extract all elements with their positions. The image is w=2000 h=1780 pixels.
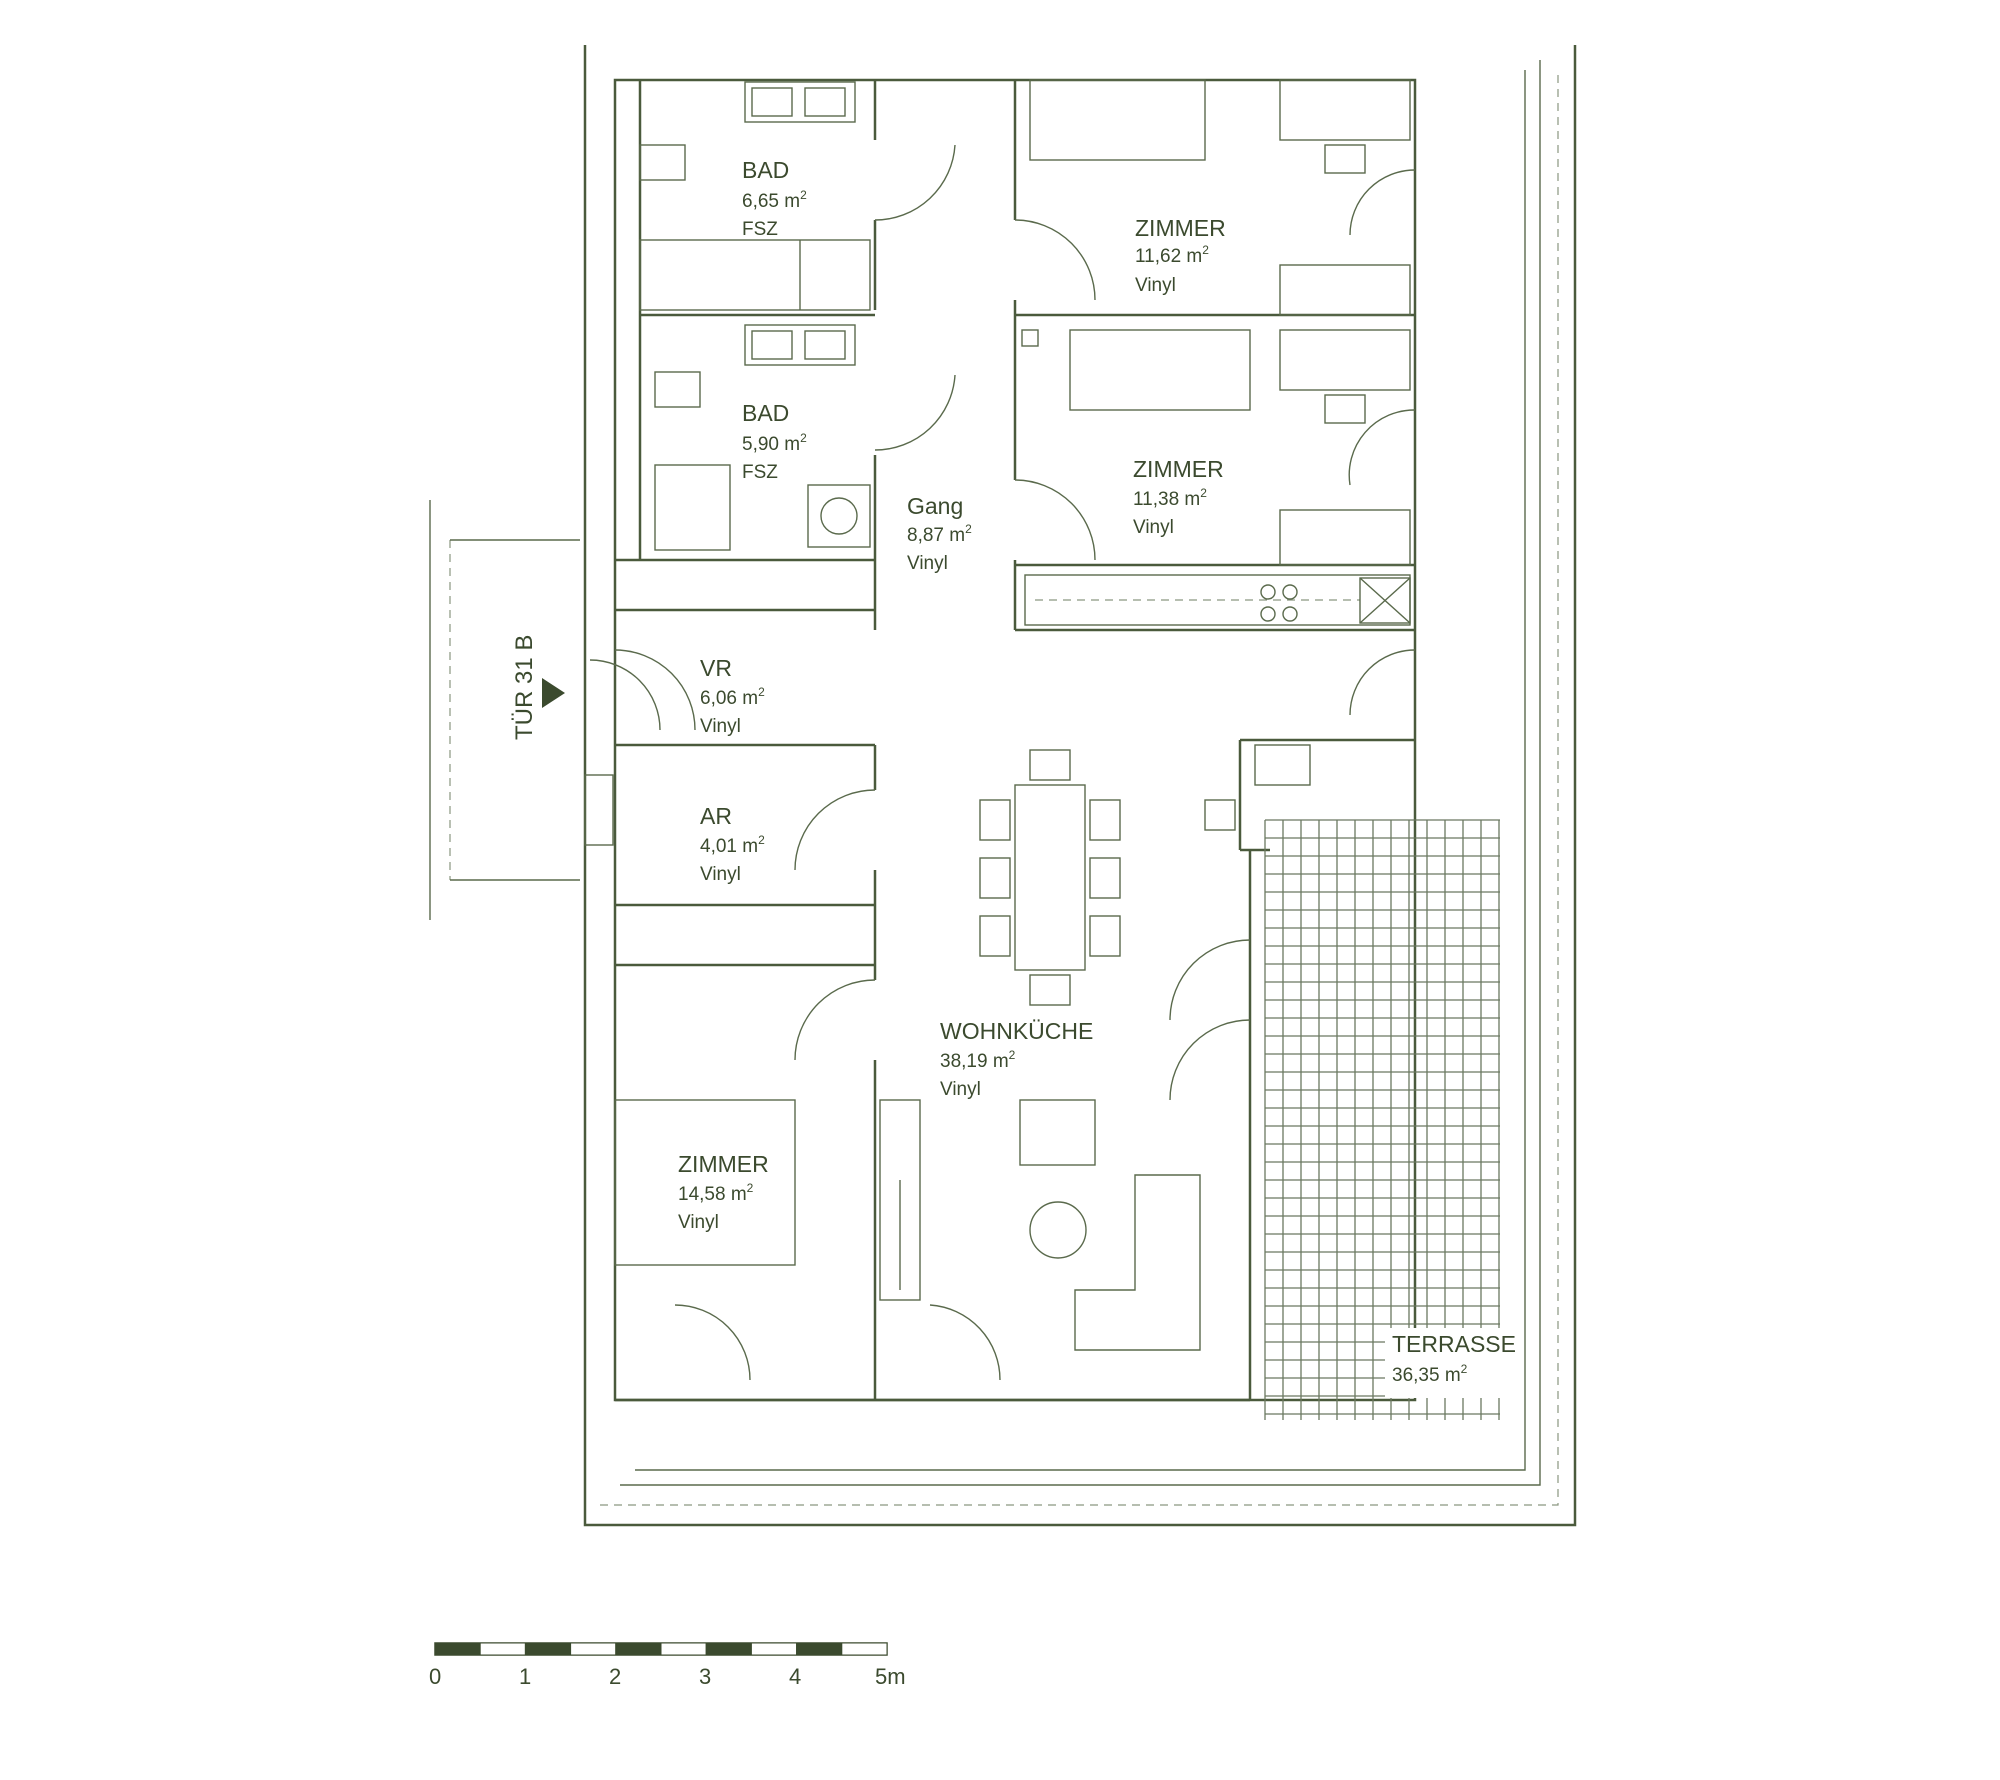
svg-text:6,06 m2: 6,06 m2 — [700, 685, 765, 709]
scale-bar-segment — [705, 1642, 752, 1656]
door-swings — [614, 144, 1416, 1381]
scale-bar-segment — [615, 1642, 662, 1656]
scale-bar-segment — [570, 1642, 617, 1656]
bedroom-furniture — [614, 79, 1411, 1266]
bathroom-fixtures — [639, 81, 871, 551]
room-zimmer-1: ZIMMER 11,62 m2 Vinyl — [1135, 215, 1226, 296]
svg-text:FSZ: FSZ — [742, 462, 778, 483]
svg-text:ZIMMER: ZIMMER — [1135, 215, 1226, 241]
scale-bar-segment — [434, 1642, 481, 1656]
svg-text:WOHNKÜCHE: WOHNKÜCHE — [940, 1018, 1093, 1044]
scale-bar-segment — [841, 1642, 888, 1656]
svg-text:Vinyl: Vinyl — [940, 1079, 981, 1100]
room-gang: Gang 8,87 m2 Vinyl — [907, 493, 972, 574]
scale-tick-1: 1 — [519, 1664, 531, 1689]
svg-text:Vinyl: Vinyl — [1133, 517, 1174, 538]
apartment-walls — [613, 78, 1417, 1402]
svg-text:BAD: BAD — [742, 400, 789, 426]
svg-text:Vinyl: Vinyl — [678, 1212, 719, 1233]
scale-bar-segment — [479, 1642, 526, 1656]
scale-bar-segment — [750, 1642, 798, 1656]
room-bad-1: BAD 6,65 m2 FSZ — [742, 157, 807, 240]
scale-labels: 0 1 2 3 4 5m — [429, 1664, 906, 1689]
scale-tick-2: 2 — [609, 1664, 621, 1689]
svg-text:Vinyl: Vinyl — [700, 716, 741, 737]
scale-tick-5: 5m — [875, 1664, 906, 1689]
svg-text:4,01 m2: 4,01 m2 — [700, 833, 765, 857]
room-terrasse: TERRASSE 36,35 m2 — [1385, 1328, 1520, 1398]
svg-text:5,90 m2: 5,90 m2 — [742, 431, 807, 455]
svg-text:6,65 m2: 6,65 m2 — [742, 188, 807, 212]
scale-bar-segment — [796, 1642, 843, 1656]
scale-tick-0: 0 — [429, 1664, 441, 1689]
svg-text:11,38 m2: 11,38 m2 — [1133, 486, 1207, 510]
room-vr: VR 6,06 m2 Vinyl — [700, 655, 765, 737]
scale-tick-3: 3 — [699, 1664, 711, 1689]
scale-bar-segment — [524, 1642, 572, 1656]
room-bad-2: BAD 5,90 m2 FSZ — [742, 400, 807, 483]
svg-text:Vinyl: Vinyl — [1135, 275, 1176, 296]
svg-text:8,87 m2: 8,87 m2 — [907, 522, 972, 546]
svg-text:FSZ: FSZ — [742, 219, 778, 240]
kitchen-fixtures — [1024, 574, 1411, 831]
svg-text:AR: AR — [700, 803, 732, 829]
svg-text:Vinyl: Vinyl — [907, 553, 948, 574]
entrance-label: TÜR 31 B — [511, 635, 538, 740]
room-ar: AR 4,01 m2 Vinyl — [700, 803, 765, 885]
entrance-corridor — [429, 500, 661, 920]
svg-text:VR: VR — [700, 655, 732, 681]
svg-text:ZIMMER: ZIMMER — [1133, 456, 1224, 482]
terrace-grid — [1264, 819, 1500, 1420]
svg-text:36,35 m2: 36,35 m2 — [1392, 1362, 1468, 1386]
svg-text:11,62 m2: 11,62 m2 — [1135, 243, 1209, 267]
room-zimmer-2: ZIMMER 11,38 m2 Vinyl — [1133, 456, 1224, 538]
svg-text:38,19 m2: 38,19 m2 — [940, 1048, 1016, 1072]
room-zimmer-3: ZIMMER 14,58 m2 Vinyl — [678, 1151, 769, 1233]
entrance-arrow-icon — [542, 678, 565, 708]
svg-text:TERRASSE: TERRASSE — [1392, 1331, 1516, 1357]
svg-text:ZIMMER: ZIMMER — [678, 1151, 769, 1177]
scale-bar — [434, 1642, 888, 1656]
svg-text:Gang: Gang — [907, 493, 963, 519]
scale-bar-segment — [660, 1642, 707, 1656]
svg-text:Vinyl: Vinyl — [700, 864, 741, 885]
svg-text:BAD: BAD — [742, 157, 789, 183]
svg-text:14,58 m2: 14,58 m2 — [678, 1181, 754, 1205]
scale-tick-4: 4 — [789, 1664, 801, 1689]
dining-table — [979, 749, 1121, 1006]
room-wohnkueche: WOHNKÜCHE 38,19 m2 Vinyl — [940, 1018, 1093, 1100]
living-furniture — [879, 1099, 1201, 1351]
